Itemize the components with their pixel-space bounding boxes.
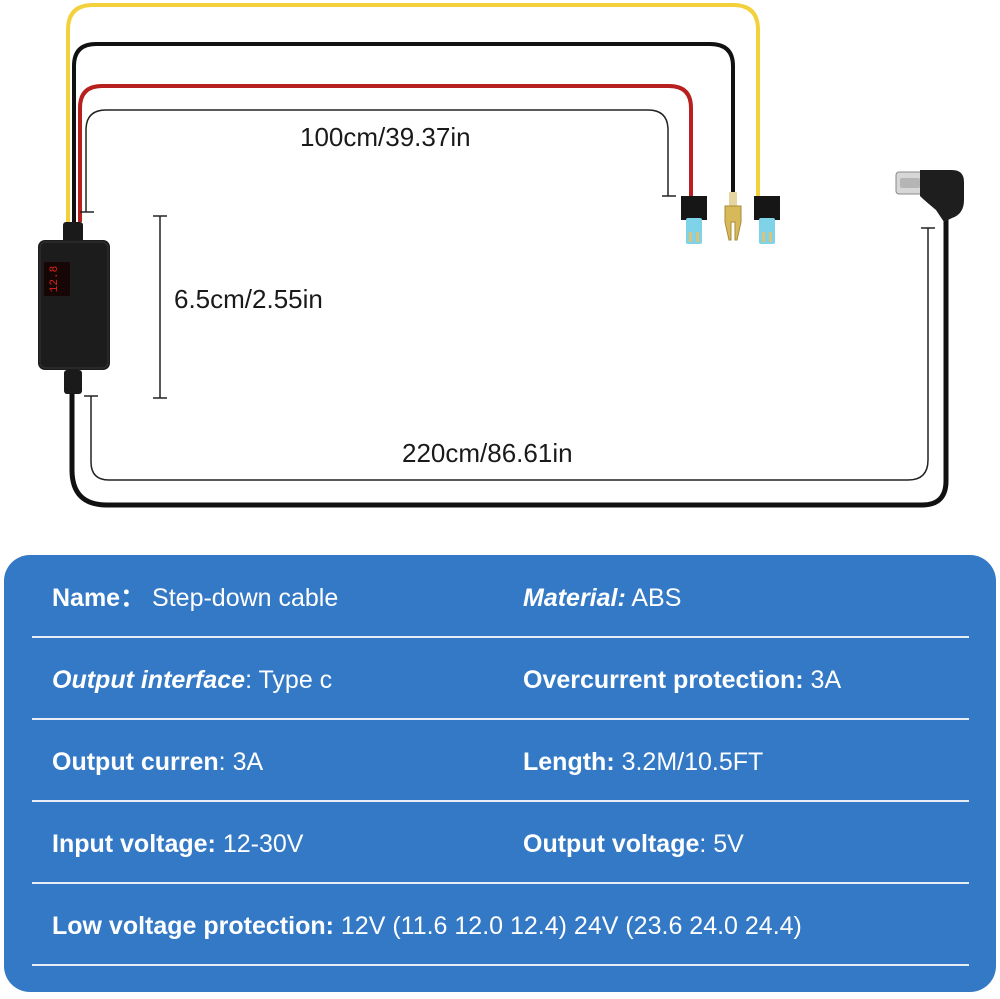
- voltage-reading: 12.8: [49, 266, 61, 292]
- spec-row: Output interface: Type c Overcurrent pro…: [32, 637, 969, 720]
- spec-row: Low voltage protection: 12V (11.6 12.0 1…: [32, 883, 969, 966]
- bottom-length-label: 220cm/86.61in: [402, 438, 573, 468]
- step-down-converter: 12.8: [38, 240, 110, 370]
- spec-row: Output curren: 3A Length: 3.2M/10.5FT: [32, 719, 969, 802]
- cable-diagram: 100cm/39.37in 6.5cm/2.55in 220cm/86.61in…: [38, 3, 964, 508]
- spec-row: Name： Step-down cable Material: ABS: [32, 555, 969, 638]
- top-length-label: 100cm/39.37in: [300, 122, 471, 152]
- spec-output-current: Output curren: 3A: [52, 748, 264, 776]
- ground-fork-terminal: [724, 192, 742, 241]
- spec-overcurrent-protection: Overcurrent protection: 3A: [523, 666, 842, 694]
- spec-input-voltage: Input voltage: 12-30V: [52, 830, 304, 858]
- red-wire: [78, 84, 693, 222]
- spec-panel: Name： Step-down cable Material: ABS Outp…: [4, 555, 996, 992]
- spec-material: Material: ABS: [523, 584, 682, 612]
- voltage-display: [44, 262, 70, 296]
- type-c-connector: [895, 170, 964, 222]
- spec-length: Length: 3.2M/10.5FT: [523, 748, 764, 776]
- output-cable: [69, 220, 949, 508]
- fuse-tap-left: [681, 196, 707, 244]
- spec-name: Name： Step-down cable: [52, 584, 339, 612]
- spec-row: Input voltage: 12-30V Output voltage: 5V: [32, 801, 969, 884]
- top-dimension-line: [85, 109, 669, 212]
- box-height-label: 6.5cm/2.55in: [174, 284, 323, 314]
- spec-output-interface: Output interface: Type c: [52, 666, 333, 694]
- bottom-dimension-line: [90, 228, 929, 481]
- fuse-tap-right: [754, 196, 780, 244]
- black-ground-wire: [72, 42, 735, 222]
- spec-output-voltage: Output voltage: 5V: [523, 830, 744, 858]
- yellow-wire: [66, 3, 760, 222]
- spec-low-voltage-protection: Low voltage protection: 12V (11.6 12.0 1…: [52, 912, 802, 940]
